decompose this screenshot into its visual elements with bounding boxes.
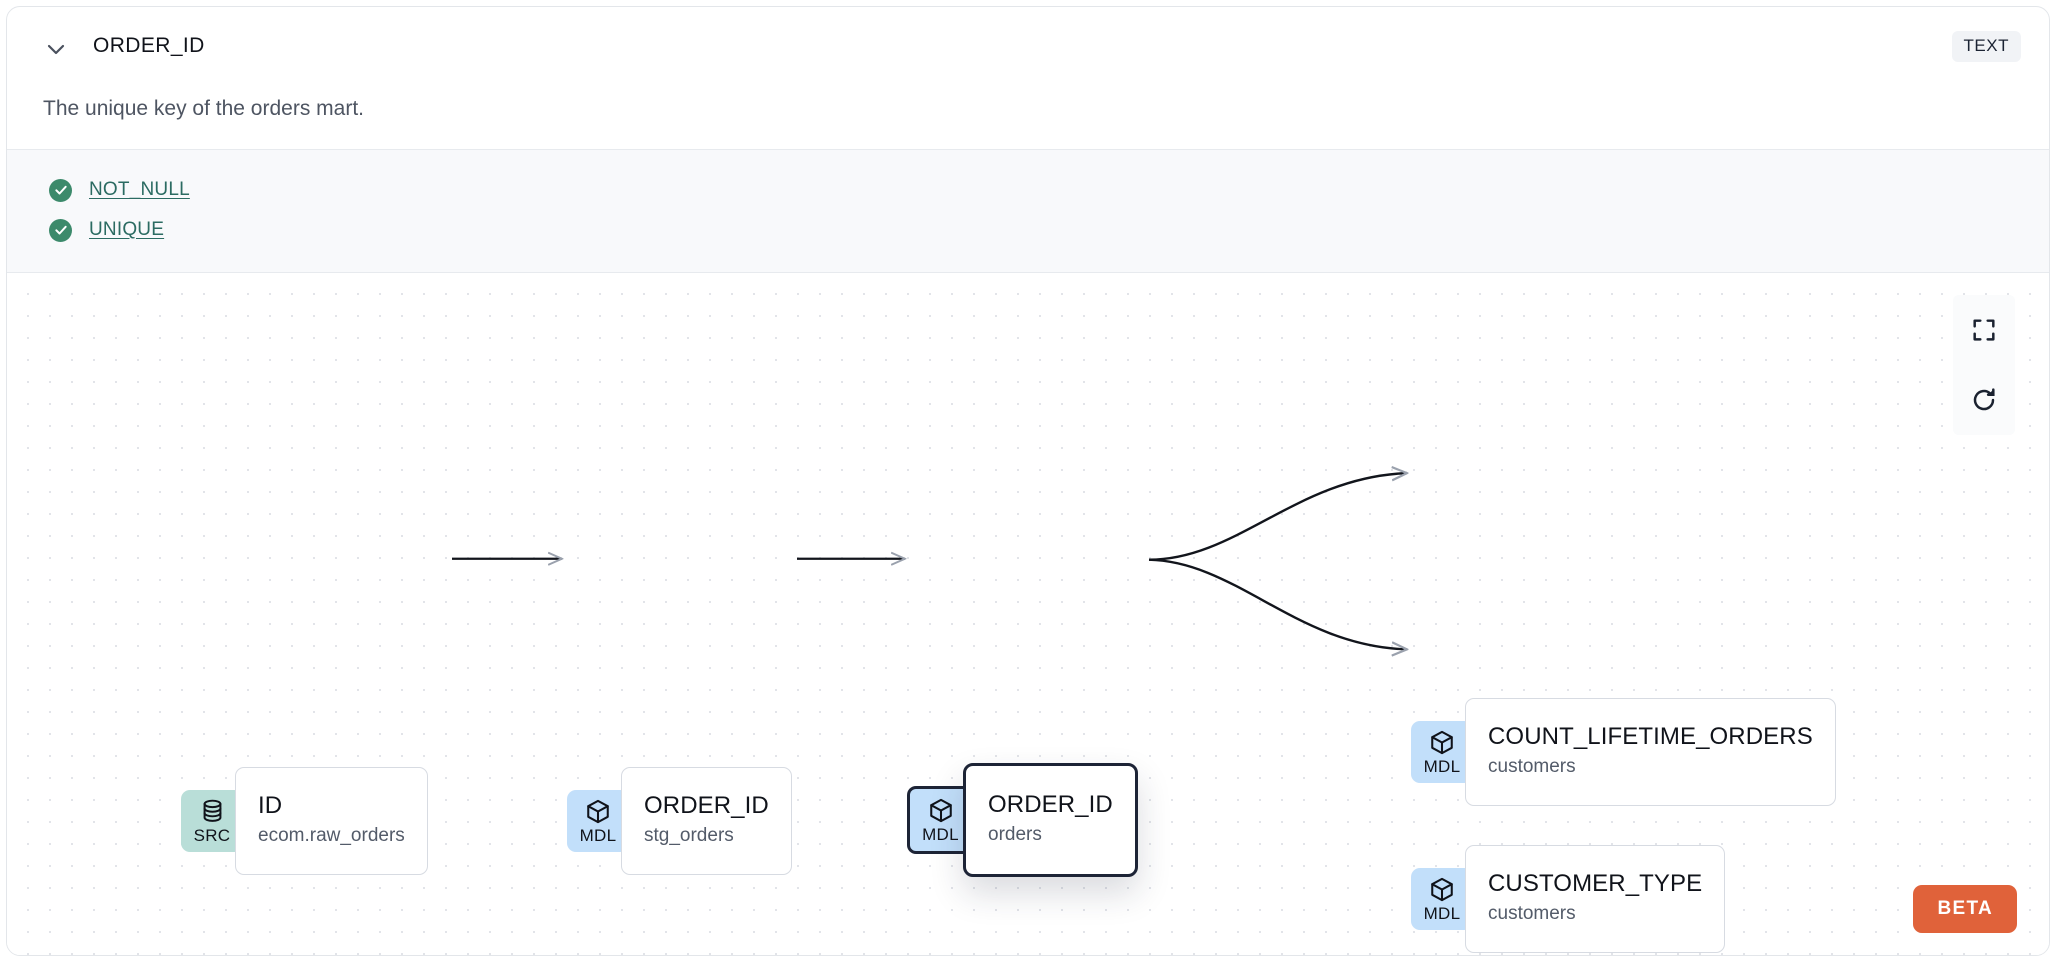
node-column-name: ORDER_ID xyxy=(988,791,1113,818)
test-link-not-null[interactable]: NOT_NULL xyxy=(89,179,190,200)
node-column-name: COUNT_LIFETIME_ORDERS xyxy=(1488,723,1813,750)
column-description: The unique key of the orders mart. xyxy=(43,97,364,120)
cube-icon xyxy=(928,796,954,824)
node-column-name: ID xyxy=(258,792,283,819)
edge-orders-to-count-lifetime xyxy=(1148,473,1407,561)
tests-section: NOT_NULL UNIQUE xyxy=(7,149,2049,273)
lineage-node-customer-type[interactable]: MDL CUSTOMER_TYPE customers xyxy=(1411,845,1726,953)
test-link-unique[interactable]: UNIQUE xyxy=(89,219,165,240)
node-kind-badge-mdl: MDL xyxy=(1411,868,1473,930)
node-kind-label: MDL xyxy=(579,826,617,845)
node-source-name: orders xyxy=(988,824,1042,845)
test-row[interactable]: UNIQUE xyxy=(49,210,2013,250)
refresh-button[interactable] xyxy=(1953,365,2015,435)
cube-icon xyxy=(585,797,611,825)
cube-icon xyxy=(1429,875,1455,903)
fit-view-button[interactable] xyxy=(1953,295,2015,365)
fit-screen-icon xyxy=(1971,317,1997,343)
node-source-name: stg_orders xyxy=(644,825,734,846)
column-type-badge: TEXT xyxy=(1951,31,2021,62)
cube-icon xyxy=(1429,728,1455,756)
beta-badge[interactable]: BETA xyxy=(1913,885,2017,933)
lineage-node-stg-order-id[interactable]: MDL ORDER_ID stg_orders xyxy=(567,767,792,875)
node-body: COUNT_LIFETIME_ORDERS customers xyxy=(1465,698,1836,806)
refresh-icon xyxy=(1971,387,1997,413)
node-kind-label: MDL xyxy=(1423,904,1461,923)
node-kind-badge-src: SRC xyxy=(181,790,243,852)
node-kind-badge-mdl: MDL xyxy=(907,786,971,854)
lineage-node-src-id[interactable]: SRC ID ecom.raw_orders xyxy=(181,767,428,875)
node-body: ID ecom.raw_orders xyxy=(235,767,428,875)
node-body: CUSTOMER_TYPE customers xyxy=(1465,845,1726,953)
node-kind-label: MDL xyxy=(922,825,959,844)
lineage-node-orders-order-id[interactable]: MDL ORDER_ID orders xyxy=(907,763,1138,877)
node-source-name: customers xyxy=(1488,903,1576,924)
card-header: ORDER_ID TEXT xyxy=(7,7,2049,95)
node-kind-badge-mdl: MDL xyxy=(567,790,629,852)
check-circle-icon xyxy=(49,178,72,202)
node-kind-label: SRC xyxy=(193,826,231,845)
check-circle-icon xyxy=(49,218,72,242)
page-title: ORDER_ID xyxy=(93,34,205,57)
column-detail-card: ORDER_ID TEXT The unique key of the orde… xyxy=(6,6,2050,956)
lineage-graph-canvas[interactable]: SRC ID ecom.raw_orders xyxy=(7,273,2049,955)
node-kind-label: MDL xyxy=(1423,757,1461,776)
node-body: ORDER_ID stg_orders xyxy=(621,767,792,875)
node-source-name: customers xyxy=(1488,756,1576,777)
node-body: ORDER_ID orders xyxy=(963,763,1138,877)
node-kind-badge-mdl: MDL xyxy=(1411,721,1473,783)
database-icon xyxy=(200,797,225,825)
node-column-name: ORDER_ID xyxy=(644,792,769,819)
chevron-down-icon[interactable] xyxy=(43,36,69,62)
lineage-node-count-lifetime-orders[interactable]: MDL COUNT_LIFETIME_ORDERS customers xyxy=(1411,698,1836,806)
test-row[interactable]: NOT_NULL xyxy=(49,170,2013,210)
node-column-name: CUSTOMER_TYPE xyxy=(1488,870,1703,897)
graph-controls xyxy=(1953,295,2015,435)
edge-orders-to-customer-type xyxy=(1148,558,1407,650)
node-source-name: ecom.raw_orders xyxy=(258,825,405,846)
